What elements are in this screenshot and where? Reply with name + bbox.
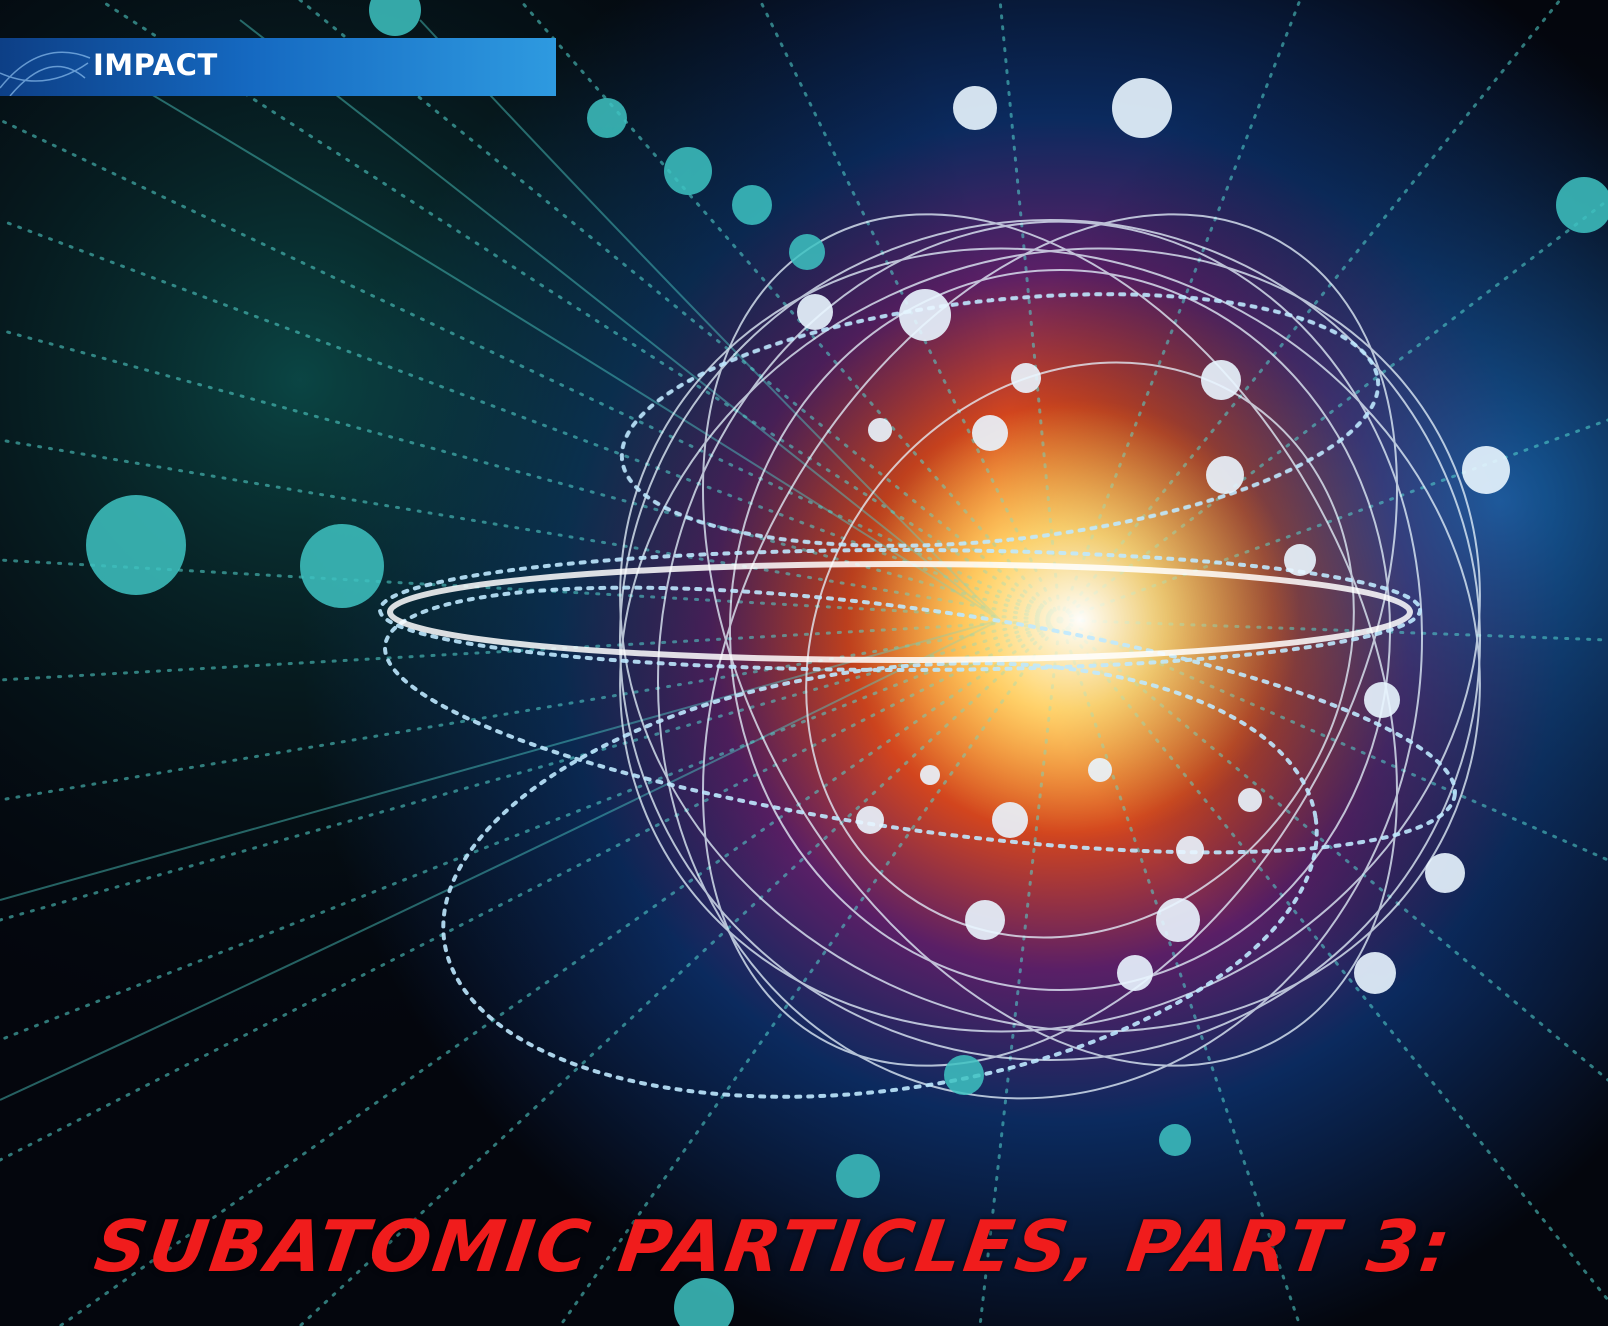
section-label: IMPACT [93,48,218,82]
globe-swoosh-icon [0,51,91,96]
section-banner: IMPACT [0,38,556,96]
article-headline: SUBATOMIC PARTICLES, PART 3: [90,1205,1458,1288]
